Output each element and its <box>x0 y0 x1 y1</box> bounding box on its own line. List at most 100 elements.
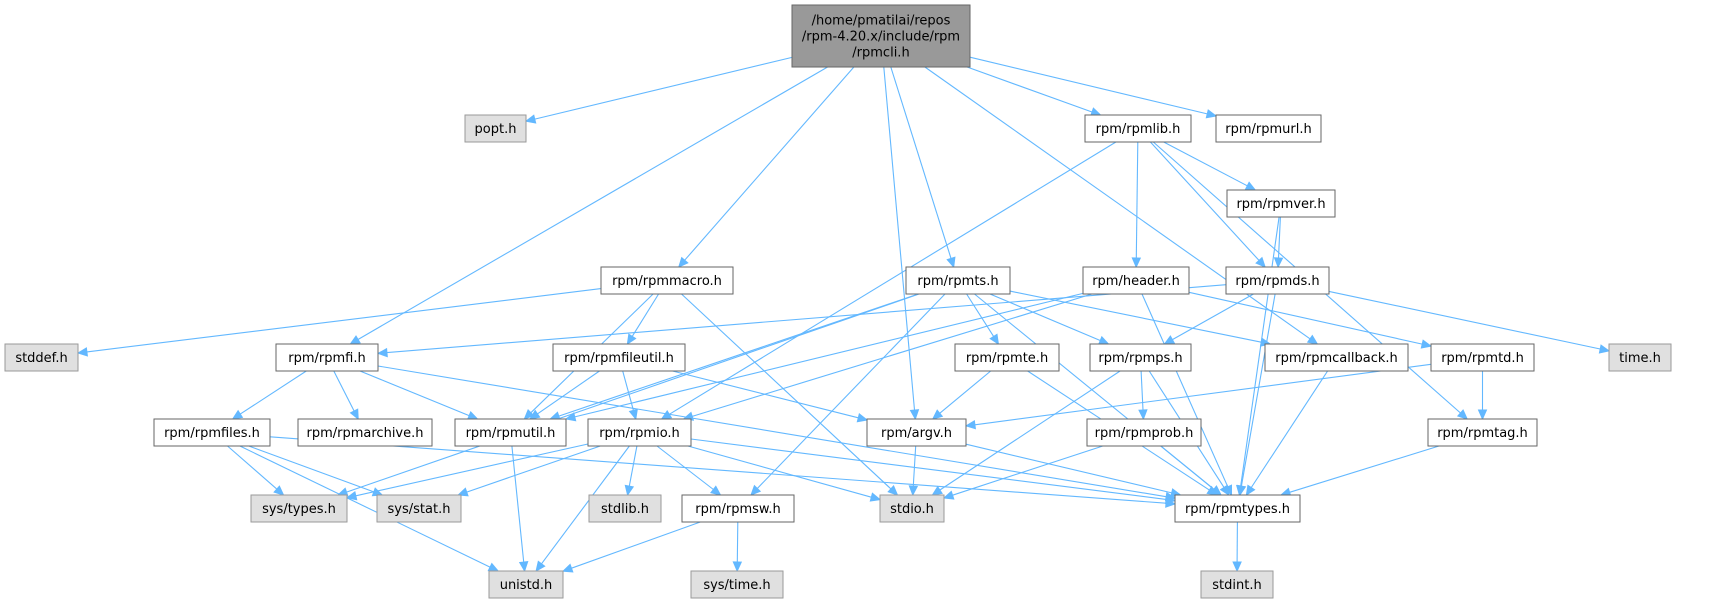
node-rpmarchive[interactable]: rpm/rpmarchive.h <box>297 418 433 447</box>
edge-rpmprob-to-stdio <box>942 445 1103 500</box>
edge-rpmlib-to-rpmver <box>1163 141 1257 191</box>
node-label: rpm/rpmtag.h <box>1437 426 1528 441</box>
edge-line <box>969 56 1208 115</box>
arrowhead-icon <box>624 484 635 497</box>
arrowhead-icon <box>908 485 919 497</box>
edge-rpmcli-to-popt <box>524 56 793 124</box>
node-label: rpm/rpmcallback.h <box>1275 351 1398 366</box>
node-label: stdlib.h <box>601 502 649 517</box>
edge-rpmtag-to-rpmtypes <box>1279 445 1440 497</box>
node-label: rpm/rpmprob.h <box>1095 426 1194 441</box>
edge-rpmprob-to-rpmtypes <box>1160 445 1222 496</box>
node-rpmtd[interactable]: rpm/rpmtd.h <box>1430 343 1535 372</box>
edge-rpmsw-to-systime <box>732 521 743 573</box>
edge-line <box>359 370 470 417</box>
edge-rpmmacro-to-stdio <box>681 293 899 496</box>
edge-rpmcli-to-rpmts <box>890 66 956 269</box>
edge-line <box>1163 141 1248 187</box>
edge-layer <box>76 56 1611 573</box>
edge-line <box>974 363 1432 426</box>
edge-line <box>684 66 855 261</box>
node-rpmurl[interactable]: rpm/rpmurl.h <box>1215 114 1322 143</box>
node-sysstat: sys/stat.h <box>376 494 462 523</box>
node-box <box>1082 266 1190 295</box>
edge-rpmargv-to-stdio <box>908 445 919 497</box>
arrowhead-icon <box>856 413 869 423</box>
arrowhead-icon <box>466 411 479 420</box>
node-rpmfileutil[interactable]: rpm/rpmfileutil.h <box>552 343 686 372</box>
node-rpmio[interactable]: rpm/rpmio.h <box>587 418 692 447</box>
edge-line <box>1140 370 1144 411</box>
edge-line <box>239 370 307 415</box>
edge-rpmargv-to-rpmtypes <box>965 443 1182 498</box>
node-rpmargv[interactable]: rpm/argv.h <box>866 418 967 447</box>
edge-line <box>1141 293 1229 488</box>
node-systypes: sys/types.h <box>250 494 348 523</box>
node-label: time.h <box>1619 351 1661 366</box>
node-rpmtypes[interactable]: rpm/rpmtypes.h <box>1174 494 1301 523</box>
node-label: rpm/rpmio.h <box>599 426 680 441</box>
arrowhead-icon <box>1477 409 1488 421</box>
edge-rpmcli-to-rpmargv <box>883 66 920 421</box>
node-label: /home/pmatilai/repos <box>812 14 951 29</box>
edge-rpmfileutil-to-rpmutil <box>528 370 600 420</box>
node-box <box>1200 570 1274 599</box>
edge-line <box>571 521 701 569</box>
node-header[interactable]: rpm/header.h <box>1082 266 1190 295</box>
arrowhead-icon <box>1598 344 1611 354</box>
node-box <box>1226 189 1336 218</box>
node-rpmps[interactable]: rpm/rpmps.h <box>1089 343 1192 372</box>
node-label: unistd.h <box>500 578 553 593</box>
edge-line <box>1240 293 1276 487</box>
edge-rpmts-to-rpmte <box>966 293 1000 346</box>
node-rpmtag[interactable]: rpm/rpmtag.h <box>1427 418 1538 447</box>
arrowhead-icon <box>349 335 361 345</box>
edge-line <box>1172 293 1254 341</box>
node-rpmds[interactable]: rpm/rpmds.h <box>1225 266 1330 295</box>
node-rpmutil[interactable]: rpm/rpmutil.h <box>454 418 567 447</box>
edge-line <box>656 445 714 490</box>
node-rpmprob[interactable]: rpm/rpmprob.h <box>1086 418 1202 447</box>
node-rpmfiles[interactable]: rpm/rpmfiles.h <box>153 418 271 447</box>
arrowhead-icon <box>1255 256 1266 268</box>
node-label: rpm/rpmds.h <box>1235 274 1319 289</box>
node-box <box>1086 418 1202 447</box>
arrowhead-icon <box>1306 334 1319 345</box>
node-box <box>1225 266 1330 295</box>
arrowhead-icon <box>946 256 956 269</box>
edge-line <box>1240 216 1280 487</box>
edge-line <box>672 370 859 419</box>
node-rpmver[interactable]: rpm/rpmver.h <box>1226 189 1336 218</box>
edge-line <box>227 445 278 490</box>
arrowhead-icon <box>1205 109 1218 119</box>
node-rpmts[interactable]: rpm/rpmts.h <box>905 266 1011 295</box>
node-box <box>587 418 692 447</box>
node-rpmlib[interactable]: rpm/rpmlib.h <box>1084 114 1192 143</box>
edge-line <box>1160 445 1215 490</box>
edge-line <box>248 445 374 493</box>
node-box <box>1084 114 1192 143</box>
node-rpmmacro[interactable]: rpm/rpmmacro.h <box>600 266 734 295</box>
arrowhead-icon <box>535 560 546 572</box>
node-box <box>1089 343 1192 372</box>
edge-rpmcli-to-rpmmacro <box>677 66 855 268</box>
edge-line <box>622 370 634 411</box>
arrowhead-icon <box>1456 409 1469 420</box>
edge-line <box>534 56 793 120</box>
edge-rpmcli-to-rpmfi <box>349 66 828 345</box>
node-box <box>690 570 784 599</box>
node-label: rpm/rpmurl.h <box>1225 122 1311 137</box>
edge-header-to-rpmtd <box>1188 291 1433 349</box>
node-label: rpm/rpmfiles.h <box>164 426 260 441</box>
node-label: sys/time.h <box>703 578 770 593</box>
node-rpmfi[interactable]: rpm/rpmfi.h <box>275 343 379 372</box>
node-rpmcallback[interactable]: rpm/rpmcallback.h <box>1264 343 1409 372</box>
arrowhead-icon <box>1420 339 1433 349</box>
node-rpmsw[interactable]: rpm/rpmsw.h <box>681 494 795 523</box>
edge-line <box>1149 141 1260 261</box>
edge-line <box>1250 370 1329 488</box>
edge-rpmds-to-rpmfi <box>376 284 1227 358</box>
edge-line <box>386 284 1227 354</box>
node-rpmte[interactable]: rpm/rpmte.h <box>954 343 1060 372</box>
arrowhead-icon <box>523 408 535 420</box>
